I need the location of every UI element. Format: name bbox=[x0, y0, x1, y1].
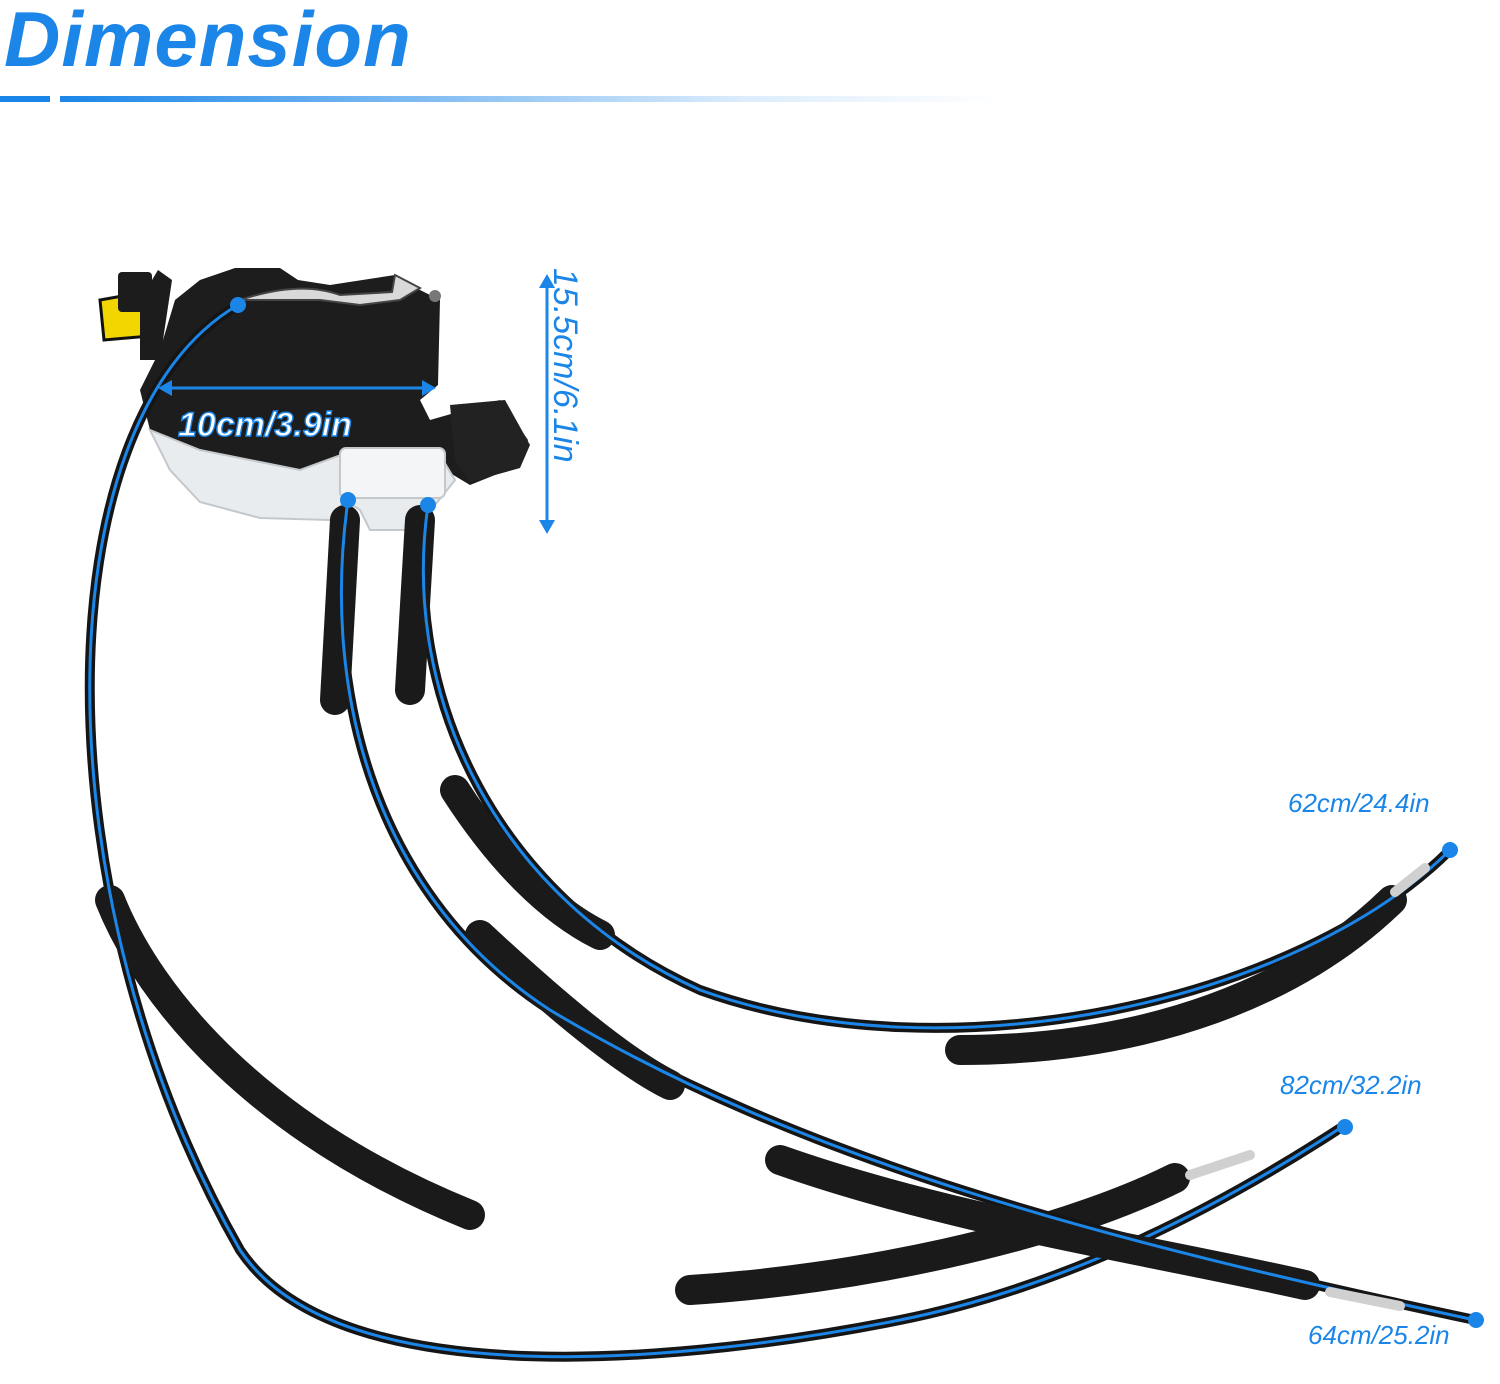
cable-left-foam-1 bbox=[95, 885, 485, 1230]
cable-length-label: 64cm/25.2in bbox=[1308, 1320, 1450, 1350]
white-connector-block bbox=[339, 447, 446, 499]
cable-left-blue-line bbox=[88, 303, 1346, 1359]
endpoint-dot bbox=[1468, 1312, 1484, 1328]
cable-middle bbox=[320, 495, 1480, 1325]
cable-left-end-fitting bbox=[1185, 1150, 1255, 1180]
cable-middle-foam-2 bbox=[465, 920, 685, 1100]
height-dimension-arrow bbox=[539, 274, 555, 534]
title-underline bbox=[0, 96, 1000, 102]
width-dimension-label: 10cm/3.9in bbox=[177, 405, 352, 444]
endpoint-dot bbox=[1442, 842, 1458, 858]
endpoint-dot bbox=[1337, 1119, 1353, 1135]
height-dimension-label: 15.5cm/6.1in bbox=[546, 268, 584, 463]
actuator-black-housing bbox=[140, 268, 528, 500]
endpoint-dot bbox=[420, 497, 436, 513]
cable-right-foam-2 bbox=[440, 775, 615, 950]
cable-right-end-fitting bbox=[1390, 863, 1430, 897]
cable-left-foam-2 bbox=[675, 1163, 1190, 1305]
cable-length-label: 82cm/32.2in bbox=[1280, 1070, 1422, 1100]
lock-actuator bbox=[98, 268, 530, 531]
cable-left bbox=[84, 300, 1350, 1362]
lever-pivot bbox=[429, 290, 441, 302]
page-title: Dimension bbox=[4, 0, 412, 83]
cable-right-foam-1 bbox=[395, 505, 435, 705]
width-dimension-arrow bbox=[158, 380, 436, 396]
connector-arm bbox=[140, 270, 172, 360]
cable-right-foam-3 bbox=[945, 885, 1407, 1065]
endpoint-dot bbox=[230, 297, 246, 313]
cable-right bbox=[395, 500, 1455, 1065]
black-electrical-plug bbox=[450, 400, 530, 482]
cable-middle-blue-line bbox=[339, 499, 1476, 1322]
cable-right-blue-line bbox=[421, 504, 1452, 1030]
lever-mechanism bbox=[239, 273, 423, 307]
cable-right-sheath bbox=[418, 500, 1455, 1033]
endpoint-dot bbox=[340, 492, 356, 508]
cable-middle-end-fitting bbox=[1325, 1287, 1405, 1311]
cable-middle-foam-3 bbox=[765, 1145, 1320, 1300]
cable-length-label: 62cm/24.4in bbox=[1288, 788, 1430, 818]
